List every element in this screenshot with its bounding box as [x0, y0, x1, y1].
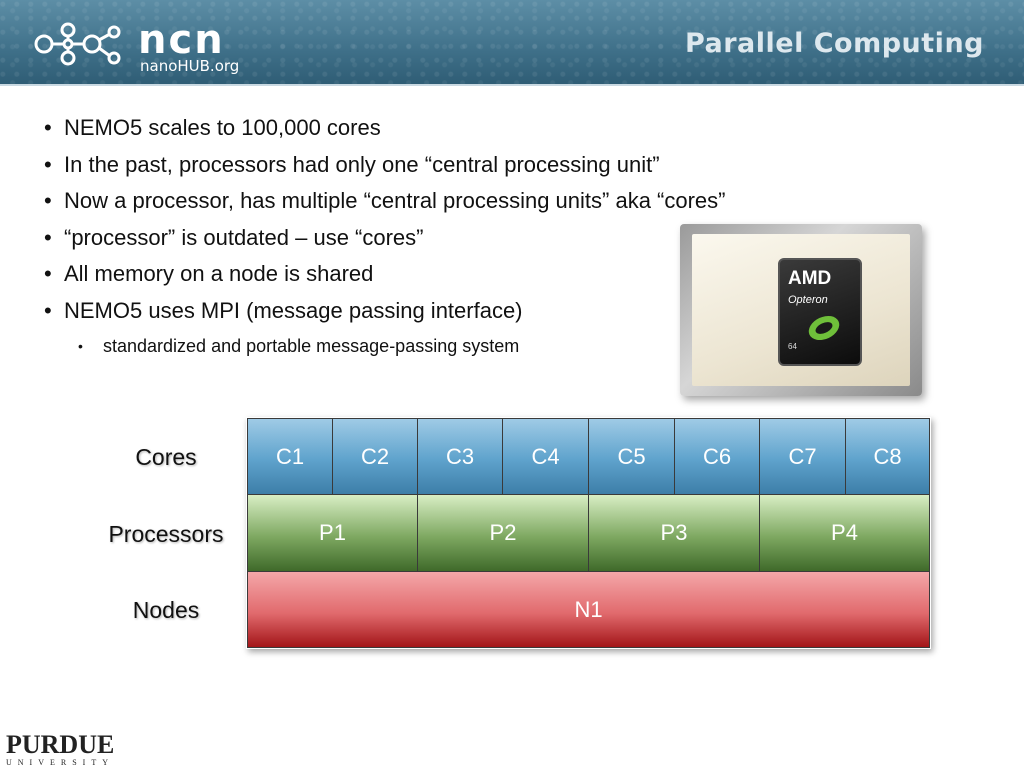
core-cell: C4 — [502, 418, 589, 495]
logo-text: ncn — [138, 17, 225, 63]
cpu-image: AMD Opteron 64 — [680, 224, 922, 396]
sub-bullet-item: standardized and portable message-passin… — [44, 329, 684, 363]
cpu-heat-spreader: AMD Opteron 64 — [692, 234, 910, 386]
core-cell: C1 — [247, 418, 333, 495]
bullet-item: NEMO5 scales to 100,000 cores — [44, 110, 684, 147]
node-cell: N1 — [247, 571, 930, 648]
core-cell: C6 — [674, 418, 760, 495]
bullet-list: NEMO5 scales to 100,000 cores In the pas… — [44, 110, 726, 363]
bullet-item: NEMO5 uses MPI (message passing interfac… — [44, 293, 684, 330]
opteron-swirl-icon — [808, 315, 840, 341]
processor-cell: P2 — [417, 494, 589, 572]
core-cell: C7 — [759, 418, 846, 495]
header-pattern — [0, 0, 1024, 84]
purdue-logo: PURDUE UNIVERSITY — [6, 732, 114, 768]
core-cell: C2 — [332, 418, 418, 495]
core-cell: C3 — [417, 418, 503, 495]
bullet-item: Now a processor, has multiple “central p… — [44, 183, 726, 220]
bullet-item: “processor” is outdated – use “cores” — [44, 220, 684, 257]
bullet-item: All memory on a node is shared — [44, 256, 684, 293]
processor-cell: P3 — [588, 494, 760, 572]
molecule-icon — [34, 22, 121, 66]
processor-cell: P1 — [247, 494, 418, 572]
core-cell: C5 — [588, 418, 675, 495]
row-label-cores: Cores — [135, 444, 197, 470]
amd-opteron-badge: AMD Opteron 64 — [778, 258, 862, 366]
bullet-item: In the past, processors had only one “ce… — [44, 147, 684, 184]
ncn-logo: ncn nanoHUB.org — [30, 14, 239, 76]
purdue-logo-sub: UNIVERSITY — [6, 758, 114, 767]
processor-cell: P4 — [759, 494, 930, 572]
logo-subtext: nanoHUB.org — [140, 57, 240, 75]
purdue-logo-main: PURDUE — [6, 730, 115, 759]
row-label-nodes: Nodes — [132, 597, 200, 623]
core-cell: C8 — [845, 418, 930, 495]
cpu-model: Opteron — [788, 294, 828, 306]
slide-title: Parallel Computing — [684, 28, 984, 59]
slide-header: ncn nanoHUB.org Parallel Computing — [0, 0, 1024, 84]
row-label-processors: Processors — [108, 521, 224, 547]
cpu-bits: 64 — [788, 342, 797, 351]
header-divider — [0, 84, 1024, 86]
cpu-brand: AMD — [788, 268, 832, 289]
